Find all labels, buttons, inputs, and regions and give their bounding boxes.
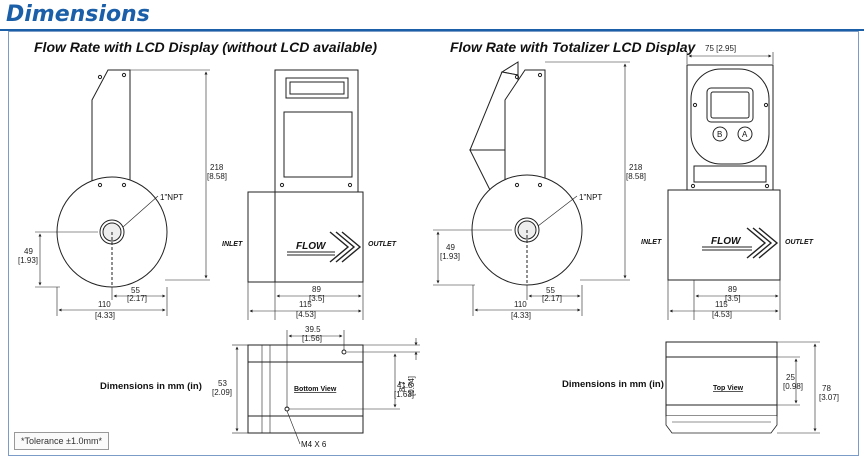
left-side-mm: 41.5 — [397, 381, 413, 390]
left-flow-label: FLOW — [296, 241, 327, 252]
right-side-view — [469, 61, 583, 286]
right-flow-arrow — [702, 227, 779, 259]
left-offset-in: [2.17] — [127, 294, 147, 303]
title-rule — [0, 29, 864, 31]
right-top-width: 75 [2.95] — [705, 44, 736, 53]
left-total-mm: 115 — [299, 300, 312, 309]
left-outlet-label: OUTLET — [368, 241, 397, 248]
left-height-mm: 218 — [210, 163, 224, 172]
left-total-in: [4.53] — [296, 310, 316, 319]
right-front-view — [667, 64, 781, 281]
right-dimensions-caption: Dimensions in mm (in) — [562, 379, 664, 390]
left-hole-in: [1.56] — [302, 334, 322, 343]
left-axis-mm: 49 — [24, 247, 33, 256]
right-offset-mm: 55 — [546, 286, 555, 295]
right-height-in: [8.58] — [626, 172, 646, 181]
bottom-view-label: Bottom View — [294, 386, 337, 393]
left-edge-mm: 8.7 — [398, 380, 407, 392]
left-flow-arrow — [287, 231, 362, 263]
left-edge-in: [0.34] — [407, 376, 416, 396]
right-flow-label: FLOW — [711, 236, 742, 247]
left-dimensions-caption: Dimensions in mm (in) — [100, 381, 202, 392]
right-v1-in: [0.98] — [783, 382, 803, 391]
right-npt-label: 1"NPT — [579, 193, 602, 202]
right-body-mm: 89 — [728, 285, 737, 294]
left-side-in: [1.63] — [394, 390, 414, 399]
left-width-in: [4.33] — [95, 311, 115, 320]
left-inlet-label: INLET — [222, 241, 243, 248]
right-v2-in: [3.07] — [819, 393, 839, 402]
right-outlet-label: OUTLET — [785, 239, 814, 246]
dimensions-frame — [8, 31, 859, 456]
right-section-title: Flow Rate with Totalizer LCD Display — [450, 39, 696, 55]
right-body-in: [3.5] — [725, 294, 741, 303]
right-axis-in: [1.93] — [440, 252, 460, 261]
left-bottom-view — [247, 344, 364, 434]
button-b-label: B — [717, 130, 722, 139]
left-section-title: Flow Rate with LCD Display (without LCD … — [34, 39, 378, 55]
right-axis-mm: 49 — [446, 243, 455, 252]
button-a-label: A — [742, 130, 748, 139]
left-hole-mm: 39.5 — [305, 325, 321, 334]
right-total-mm: 115 — [715, 300, 728, 309]
left-npt-label: 1"NPT — [160, 193, 183, 202]
right-width-in: [4.33] — [511, 311, 531, 320]
left-side-view — [56, 69, 168, 288]
left-body-in: [3.5] — [309, 294, 325, 303]
right-inlet-label: INLET — [641, 239, 662, 246]
left-body-mm: 89 — [312, 285, 321, 294]
right-width-mm: 110 — [514, 300, 527, 309]
right-offset-in: [2.17] — [542, 294, 562, 303]
tolerance-note: *Tolerance ±1.0mm* — [14, 432, 109, 450]
left-front-view — [247, 69, 364, 283]
right-v1-mm: 25 — [786, 373, 795, 382]
left-depth-mm: 53 — [218, 379, 227, 388]
left-width-mm: 110 — [98, 300, 111, 309]
right-v2-mm: 78 — [822, 384, 831, 393]
right-height-mm: 218 — [629, 163, 643, 172]
left-depth-in: [2.09] — [212, 388, 232, 397]
page-title: Dimensions — [6, 2, 150, 27]
left-height-in: [8.58] — [207, 172, 227, 181]
left-axis-in: [1.93] — [18, 256, 38, 265]
left-offset-mm: 55 — [131, 286, 140, 295]
right-total-in: [4.53] — [712, 310, 732, 319]
screw-label: M4 X 6 — [301, 440, 327, 449]
right-top-view — [665, 341, 778, 434]
top-view-label: Top View — [713, 385, 744, 392]
